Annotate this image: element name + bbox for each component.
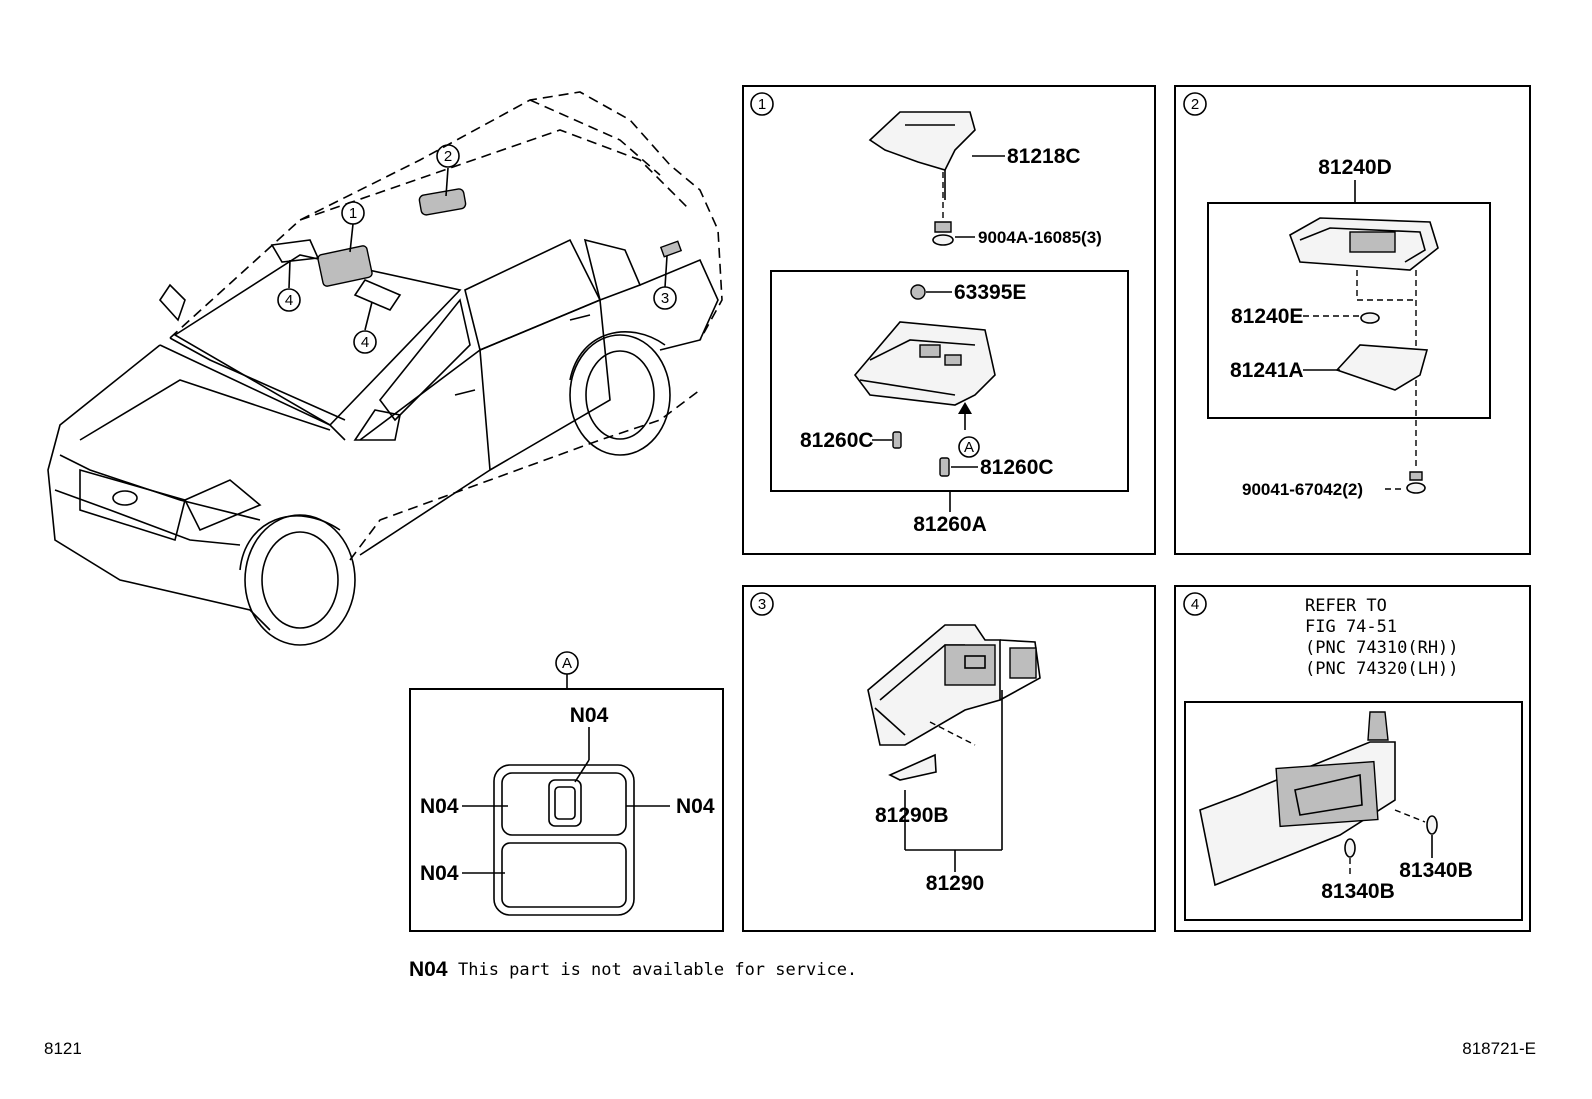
panel-4-refer-3: (PNC 74310(RH)) — [1305, 638, 1459, 658]
svg-text:3: 3 — [661, 290, 669, 307]
svg-text:4: 4 — [285, 292, 293, 309]
part-81290B: 81290B — [875, 804, 949, 827]
detail-a-panel: A N04 N04 N04 N04 — [409, 651, 724, 932]
part-81260C-left: 81260C — [800, 429, 874, 452]
detail-a-marker-label: A — [562, 655, 572, 672]
detail-a-label-right: N04 — [676, 795, 715, 818]
part-9004A-16085: 9004A-16085(3) — [978, 228, 1102, 247]
part-81240D: 81240D — [1318, 156, 1392, 179]
callout-4b: 4 — [353, 330, 377, 354]
panel-4: 4 REFER TO FIG 74-51 (PNC 74310(RH)) (PN… — [1174, 585, 1531, 932]
note: N04 This part is not available for servi… — [409, 958, 857, 981]
callout-2: 2 — [436, 144, 460, 168]
footer-diagram-code: 818721-E — [1462, 1039, 1536, 1058]
part-81340B-right: 81340B — [1399, 859, 1473, 882]
part-81260C-right: 81260C — [980, 456, 1054, 479]
panel-2: 2 81240D 81240E 81241A 90041-67042(2) — [1174, 85, 1531, 555]
panel-3: 3 81290B 81290 — [742, 585, 1156, 932]
panel-4-refer-2: FIG 74-51 — [1305, 617, 1397, 637]
vehicle-illustration — [47, 91, 723, 646]
panel-1-number: 1 — [758, 96, 766, 113]
footer-figure-number: 8121 — [44, 1039, 82, 1058]
svg-text:2: 2 — [444, 148, 452, 165]
panel-1: 1 81218C 9004A-16085(3) 63395E A 8 — [742, 85, 1156, 555]
part-81290: 81290 — [926, 872, 984, 895]
panel-3-number: 3 — [758, 596, 766, 613]
note-code: N04 — [409, 958, 448, 981]
note-text: This part is not available for service. — [458, 960, 857, 980]
part-81260A: 81260A — [913, 513, 987, 536]
part-81340B-bottom: 81340B — [1321, 880, 1395, 903]
callout-3: 3 — [653, 286, 677, 310]
detail-a-label-top: N04 — [570, 704, 609, 727]
part-81240E: 81240E — [1231, 305, 1303, 328]
panel-1-view-marker: A — [964, 439, 974, 456]
panel-4-number: 4 — [1191, 596, 1199, 613]
part-81218C: 81218C — [1007, 145, 1081, 168]
part-81241A: 81241A — [1230, 359, 1304, 382]
panel-4-refer-1: REFER TO — [1305, 596, 1387, 616]
part-90041-67042: 90041-67042(2) — [1242, 480, 1363, 499]
callout-4a: 4 — [277, 288, 301, 312]
panel-4-refer-4: (PNC 74320(LH)) — [1305, 659, 1459, 679]
svg-text:1: 1 — [349, 205, 357, 222]
svg-text:4: 4 — [361, 334, 369, 351]
part-63395E: 63395E — [954, 281, 1026, 304]
detail-a-label-left: N04 — [420, 795, 459, 818]
panel-2-number: 2 — [1191, 96, 1199, 113]
detail-a-label-bottom: N04 — [420, 862, 459, 885]
callout-1: 1 — [341, 201, 365, 225]
